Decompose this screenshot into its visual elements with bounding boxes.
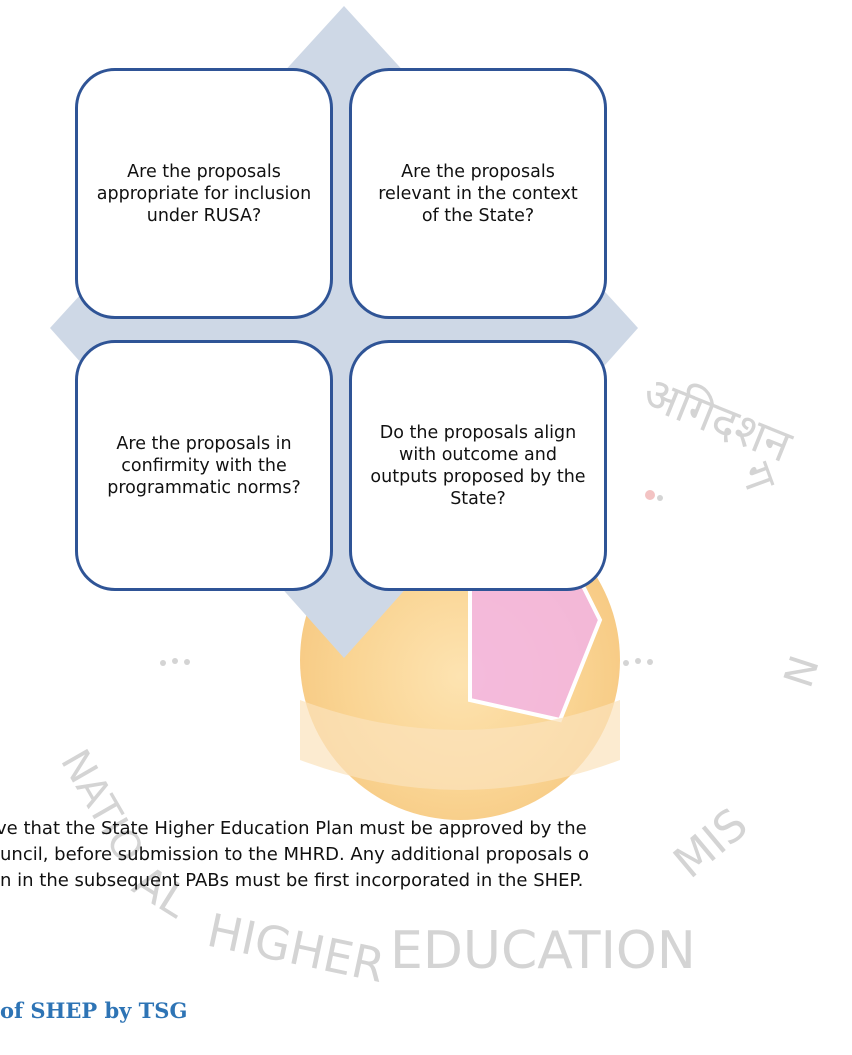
proposal-box-text: Are the proposals appropriate for inclus…	[96, 161, 312, 226]
section-heading: of SHEP by TSG	[0, 998, 188, 1023]
proposal-box-text: Are the proposals in confirmity with the…	[107, 433, 301, 498]
proposal-box-text: Do the proposals align with outcome and …	[370, 422, 586, 509]
svg-text:HIGHER: HIGHER	[203, 903, 390, 993]
proposal-box-appropriate: Are the proposals appropriate for inclus…	[75, 68, 333, 319]
paragraph-line-1: ve that the State Higher Education Plan …	[0, 818, 587, 839]
body-paragraph: ve that the State Higher Education Plan …	[0, 816, 852, 894]
proposal-box-align: Do the proposals align with outcome and …	[349, 340, 607, 591]
paragraph-line-2: uncil, before submission to the MHRD. An…	[0, 844, 589, 865]
proposal-box-confirmity: Are the proposals in confirmity with the…	[75, 340, 333, 591]
svg-text:EDUCATION: EDUCATION	[390, 921, 696, 981]
paragraph-line-3: n in the subsequent PABs must be first i…	[0, 870, 584, 891]
proposal-box-text: Are the proposals relevant in the contex…	[378, 161, 578, 226]
proposal-box-relevant: Are the proposals relevant in the contex…	[349, 68, 607, 319]
